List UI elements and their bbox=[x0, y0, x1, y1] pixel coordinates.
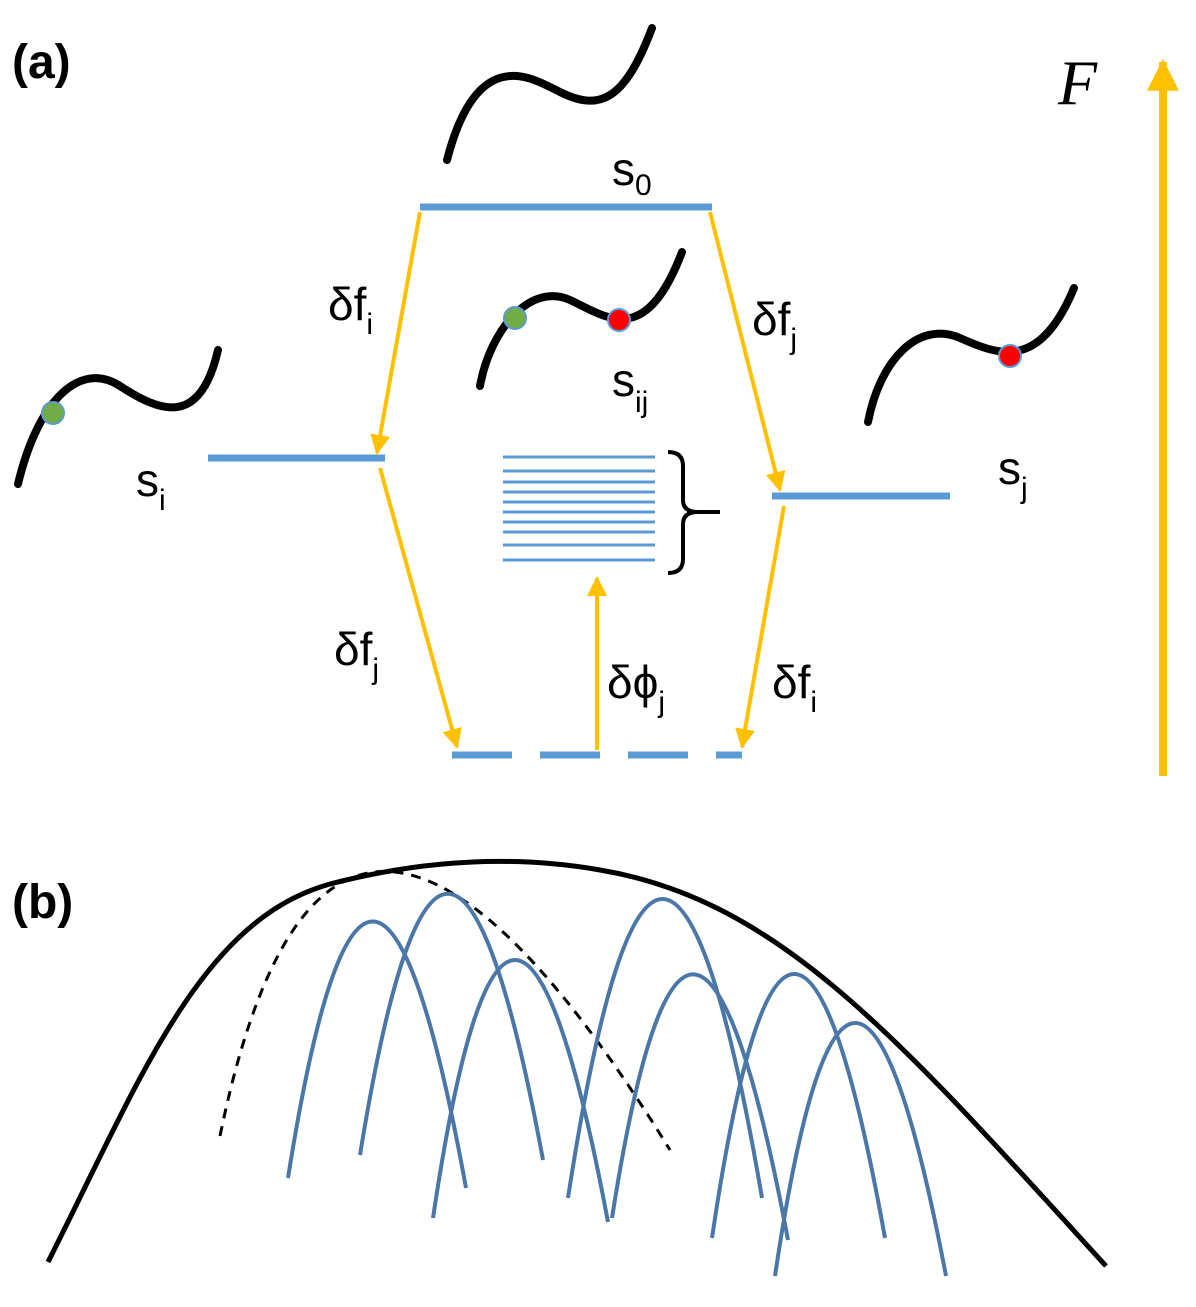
sij-level-stack bbox=[503, 455, 655, 562]
wave-sj bbox=[864, 284, 1078, 426]
panel-b-label: (b) bbox=[12, 876, 73, 929]
landscape-7 bbox=[773, 1021, 948, 1277]
label-sj: sj bbox=[998, 442, 1028, 505]
label-arrow-s0-sj: δfj bbox=[752, 293, 797, 356]
panel-a: (a) F bbox=[12, 24, 1179, 776]
dashed-parabola bbox=[218, 870, 672, 1151]
sij-brace bbox=[667, 450, 720, 575]
envelope-curve bbox=[45, 858, 1108, 1268]
arrow-si-to-bottom bbox=[378, 467, 462, 749]
fitness-axis-label: F bbox=[1057, 47, 1098, 118]
landscape-3 bbox=[431, 958, 610, 1223]
wave-s0 bbox=[443, 24, 656, 164]
label-arrow-s0-si: δfi bbox=[328, 278, 373, 341]
label-s0: s0 bbox=[612, 143, 652, 202]
panel-a-label: (a) bbox=[12, 36, 71, 89]
wave-sij bbox=[476, 248, 686, 390]
wave-si bbox=[14, 346, 222, 488]
site-red-sij bbox=[607, 308, 631, 332]
label-sij: sij bbox=[612, 354, 648, 419]
panel-b: (b) bbox=[12, 858, 1108, 1277]
landscape-2 bbox=[358, 891, 545, 1161]
landscape-5 bbox=[610, 972, 790, 1241]
label-arrow-si-bottom: δfj bbox=[334, 623, 379, 686]
site-red-sj bbox=[998, 344, 1022, 368]
arrow-s0-to-sj bbox=[708, 211, 786, 492]
arrow-s0-to-si bbox=[370, 211, 422, 455]
label-arrow-sj-bottom: δfi bbox=[772, 656, 817, 719]
landscape-4 bbox=[566, 897, 764, 1199]
arrow-sj-to-bottom bbox=[735, 505, 786, 749]
landscape-1 bbox=[286, 919, 468, 1189]
landscape-6 bbox=[710, 972, 887, 1239]
label-arrow-bottom-sij: δϕj bbox=[607, 656, 665, 719]
label-si: si bbox=[136, 454, 166, 517]
site-green-sij bbox=[503, 306, 527, 330]
site-green-si bbox=[41, 401, 65, 425]
